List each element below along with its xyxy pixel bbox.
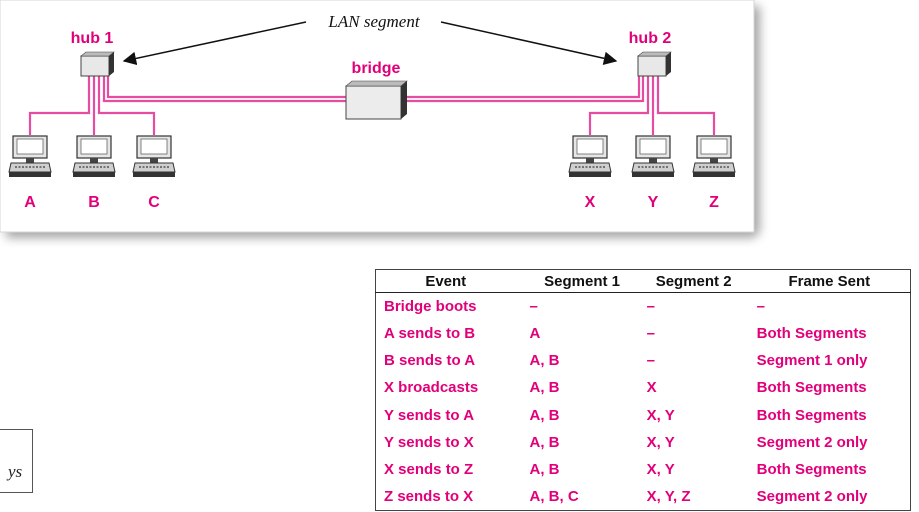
cell-frame-sent: Segment 2 only bbox=[756, 433, 868, 451]
annotation-arrow-right bbox=[440, 21, 618, 65]
computer-icon-z bbox=[692, 135, 736, 177]
cell-event: Z sends to X bbox=[384, 487, 474, 505]
cell-frame-sent: Both Segments bbox=[756, 406, 867, 424]
host-label-c: C bbox=[148, 194, 160, 211]
link-hub1-host-a bbox=[28, 76, 91, 135]
side-callout-text: ys bbox=[8, 462, 23, 481]
links bbox=[28, 76, 716, 135]
cell-segment-1: – bbox=[529, 298, 538, 316]
cell-frame-sent: Both Segments bbox=[756, 460, 867, 478]
table-row: Y sends to A A, B X, Y Both Segments bbox=[376, 401, 911, 428]
cell-segment-1: A, B bbox=[529, 433, 560, 451]
table-header-row: Event Segment 1 Segment 2 Frame Sent bbox=[375, 269, 911, 293]
cell-segment-2: – bbox=[646, 352, 655, 370]
link-hub1-bridge-2 bbox=[106, 76, 346, 99]
header-segment-1: Segment 1 bbox=[515, 269, 639, 293]
annotation-arrow-left bbox=[122, 21, 307, 66]
cell-event: X sends to Z bbox=[384, 460, 474, 478]
hub-2-label: hub 2 bbox=[629, 30, 672, 47]
link-hub2-host-z bbox=[656, 76, 716, 135]
table-row: A sends to B A – Both Segments bbox=[376, 320, 911, 347]
cell-event: X broadcasts bbox=[384, 379, 479, 397]
cell-segment-1: A, B, C bbox=[529, 487, 579, 505]
cell-segment-1: A, B bbox=[529, 352, 560, 370]
computer-icon-b bbox=[72, 135, 116, 177]
cell-frame-sent: – bbox=[756, 298, 765, 316]
table-row: X sends to Z A, B X, Y Both Segments bbox=[376, 456, 911, 483]
cell-event: Y sends to A bbox=[384, 406, 475, 424]
cell-event: Bridge boots bbox=[384, 298, 477, 316]
cell-segment-2: X, Y bbox=[646, 406, 675, 424]
cell-frame-sent: Both Segments bbox=[756, 325, 867, 343]
computer-icon-c bbox=[132, 135, 176, 177]
cell-segment-2: – bbox=[646, 325, 655, 343]
computer-icon-a bbox=[8, 135, 52, 177]
cell-segment-2: X bbox=[646, 379, 657, 397]
cell-segment-2: – bbox=[646, 298, 655, 316]
cell-frame-sent: Segment 1 only bbox=[756, 352, 868, 370]
table-row: X broadcasts A, B X Both Segments bbox=[376, 374, 911, 401]
table-row: Bridge boots – – – bbox=[376, 293, 911, 321]
host-label-y: Y bbox=[648, 194, 659, 211]
host-label-b: B bbox=[88, 194, 100, 211]
host-label-a: A bbox=[24, 194, 36, 211]
cell-segment-1: A bbox=[529, 325, 541, 343]
bridge-label: bridge bbox=[352, 60, 401, 77]
cell-frame-sent: Both Segments bbox=[756, 379, 867, 397]
network-diagram: LAN segment hub 1 hub 2 bridge bbox=[0, 0, 755, 233]
cell-frame-sent: Segment 2 only bbox=[756, 487, 868, 505]
table-row: Z sends to X A, B, C X, Y, Z Segment 2 only bbox=[376, 483, 911, 511]
cell-segment-1: A, B bbox=[529, 460, 560, 478]
hub-1-icon bbox=[80, 51, 115, 77]
side-callout-box bbox=[0, 429, 33, 493]
header-segment-2: Segment 2 bbox=[638, 269, 749, 293]
cell-segment-2: X, Y bbox=[646, 460, 675, 478]
bridge-learning-table: Event Segment 1 Segment 2 Frame Sent Bri… bbox=[375, 269, 911, 511]
link-hub1-bridge bbox=[102, 76, 346, 103]
header-event: Event bbox=[375, 269, 516, 293]
table-row: Y sends to X A, B X, Y Segment 2 only bbox=[376, 429, 911, 456]
cell-event: B sends to A bbox=[384, 352, 476, 370]
table-row: B sends to A A, B – Segment 1 only bbox=[376, 347, 911, 374]
bridge-icon bbox=[345, 80, 408, 120]
cell-segment-2: X, Y bbox=[646, 433, 675, 451]
link-hub1-host-c bbox=[97, 76, 156, 135]
host-label-z: Z bbox=[709, 194, 719, 211]
computer-icon-x bbox=[568, 135, 612, 177]
hub-2-icon bbox=[637, 51, 672, 77]
hub-1-label: hub 1 bbox=[71, 30, 114, 47]
cell-event: Y sends to X bbox=[384, 433, 474, 451]
cell-segment-2: X, Y, Z bbox=[646, 487, 691, 505]
cell-segment-1: A, B bbox=[529, 379, 560, 397]
link-bridge-hub2 bbox=[404, 76, 645, 103]
cell-event: A sends to B bbox=[384, 325, 476, 343]
cell-segment-1: A, B bbox=[529, 406, 560, 424]
host-label-x: X bbox=[585, 194, 596, 211]
link-bridge-hub2-2 bbox=[404, 76, 641, 99]
header-frame-sent: Frame Sent bbox=[748, 269, 911, 293]
computer-icon-y bbox=[631, 135, 675, 177]
link-hub2-host-x bbox=[588, 76, 650, 135]
lan-segment-label: LAN segment bbox=[327, 12, 420, 31]
